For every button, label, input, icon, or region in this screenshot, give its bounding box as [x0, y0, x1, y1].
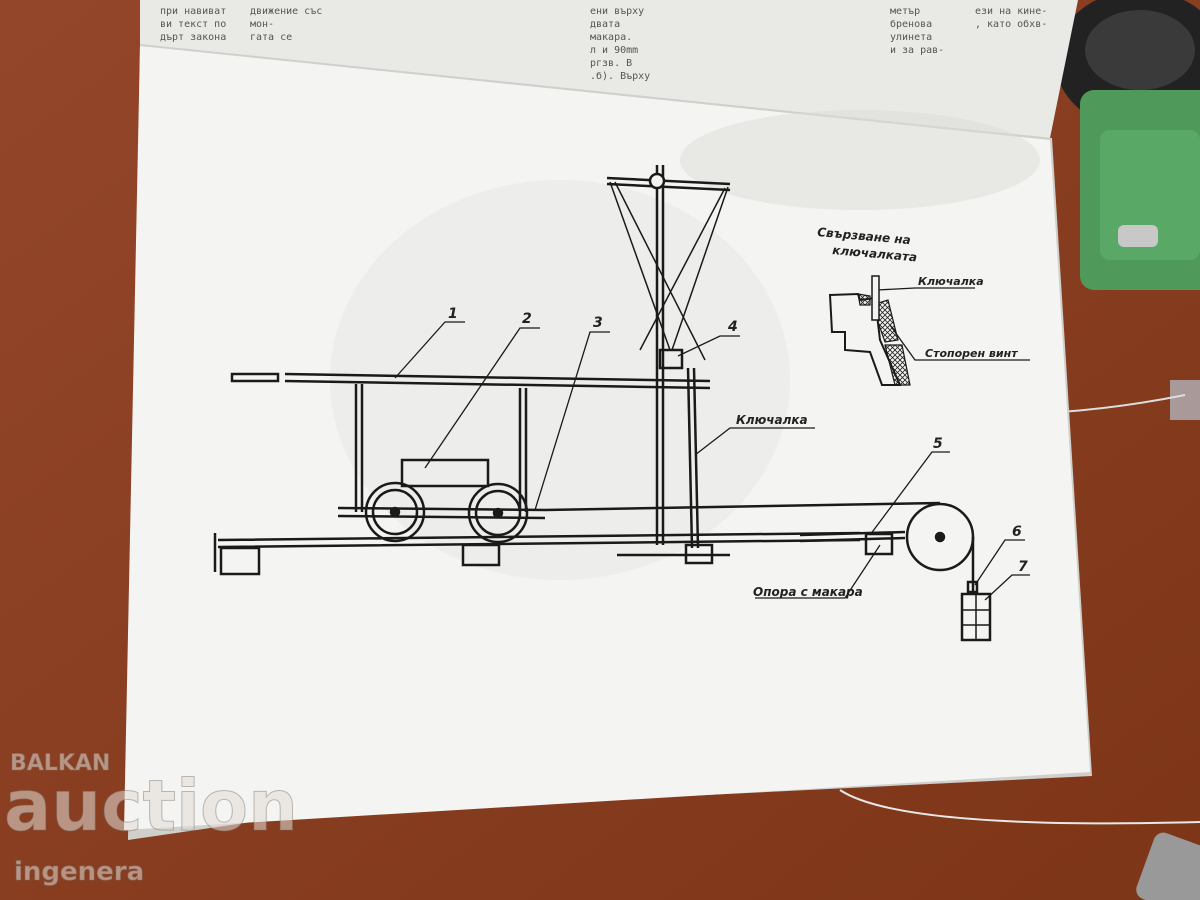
watermark-line1: BALKAN [10, 751, 110, 776]
label-key-rod: Ключалка [736, 413, 808, 427]
pulley-arm [799, 530, 906, 543]
back-text: движение със [250, 6, 322, 17]
key-rod [686, 367, 700, 549]
watermark-line3: ingenera [14, 857, 144, 887]
cart-uprights [354, 384, 528, 512]
inset-label-stop-screw: Стопорен винт [925, 347, 1018, 360]
belt-thread [544, 501, 941, 512]
green-device [1055, 0, 1200, 420]
screw-knob [1118, 225, 1158, 247]
suspension-strings [609, 181, 729, 361]
back-text: макара. [590, 32, 632, 43]
wheel [364, 481, 426, 543]
callout-5: 5 [933, 436, 943, 452]
pulley-support [864, 532, 894, 556]
leader-lines [394, 287, 1030, 601]
back-text: гата се [250, 32, 292, 43]
callout-3: 3 [593, 315, 603, 331]
metal-part [1136, 832, 1200, 900]
back-text: метър [890, 6, 920, 17]
callout-1: 1 [448, 306, 458, 322]
callout-4: 4 [727, 319, 738, 335]
back-text: л и 90mm [590, 45, 638, 56]
back-text: ргзв. В [590, 58, 632, 69]
back-text: .б). Върху [590, 70, 650, 82]
string [1059, 394, 1186, 413]
back-text: улинета [890, 32, 932, 43]
track-foot [219, 546, 261, 576]
track-cart-diagram [213, 165, 992, 642]
back-text: двата [590, 19, 620, 30]
back-sheet-text: при навиват ви текст по дърт закона движ… [160, 6, 1047, 82]
track-foot [461, 543, 501, 567]
back-text: ени върху [590, 6, 644, 17]
top-rail [284, 372, 711, 390]
bottom-track [213, 531, 861, 572]
cross-bar [606, 176, 731, 192]
string [839, 789, 1200, 825]
rail-end-block [230, 372, 280, 383]
back-text: дърт закона [160, 32, 226, 43]
watermark-line2: auction [4, 765, 298, 847]
clamp-block [658, 348, 684, 370]
back-sheet [140, 0, 1078, 138]
cart-body [400, 458, 490, 488]
back-text: и за рав- [890, 45, 944, 56]
hook [966, 580, 979, 594]
label-pulley-support: Опора с макара [753, 585, 863, 599]
back-text: бренова [890, 18, 932, 30]
back-text: при навиват [160, 6, 226, 17]
back-text: ви текст по [160, 19, 226, 30]
back-text: мон- [250, 19, 274, 30]
back-text: , като обхв- [975, 18, 1047, 30]
watermark-logo: BALKAN auction ingenera [4, 751, 299, 888]
callout-2: 2 [522, 311, 532, 327]
inset-label-key-rod: Ключалка [918, 275, 984, 288]
callout-6: 6 [1012, 524, 1022, 540]
back-text: ези на кине- [975, 6, 1047, 17]
callout-7: 7 [1018, 559, 1028, 575]
wheel [467, 482, 529, 544]
mast [655, 165, 665, 545]
